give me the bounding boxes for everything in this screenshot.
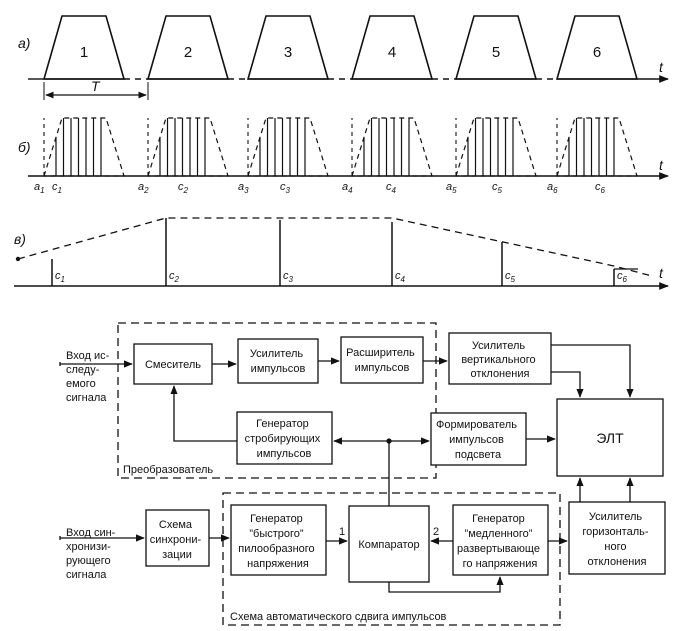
crt-label: ЭЛТ xyxy=(596,430,624,446)
slow-generator-block: Генератор ”медленного” развертывающе го … xyxy=(452,504,549,576)
row-c-label: в) xyxy=(14,231,26,247)
pulse-expander-label: Расширитель импульсов xyxy=(346,347,418,374)
auto-shift-group-frame xyxy=(222,492,561,626)
tick-label-c: c6 xyxy=(595,181,606,195)
comparator-block: Компаратор xyxy=(348,505,430,583)
pulse-trapezoid xyxy=(146,15,230,80)
fast-generator-block: Генератор ”быстрого” пилообразного напря… xyxy=(230,504,327,576)
row-c-envelope: c1 c2 c3 c4 c5 c6 xyxy=(15,217,653,286)
pulse-amplifier-label: Усилитель импульсов xyxy=(250,348,306,375)
tick-label-a: a4 xyxy=(342,181,353,195)
mixer-block: Смеситель xyxy=(133,343,213,385)
auto-shift-group-label: Схема автоматического сдвига импульсов xyxy=(230,611,447,623)
tick-label-a: a1 xyxy=(34,181,45,195)
period-label: T xyxy=(91,78,101,94)
pulse-number: 2 xyxy=(184,44,192,61)
pulse-number: 1 xyxy=(80,44,88,61)
blanking-former-block: Формирователь импульсов подсвета xyxy=(430,412,527,466)
tick-label-c: c1 xyxy=(52,181,62,195)
converter-group-label: Преобразователь xyxy=(123,464,213,476)
tick-label-c: c4 xyxy=(386,181,397,195)
row-b-axis-label: t xyxy=(659,157,664,173)
sync-block: Схема синхрони- зации xyxy=(145,509,210,567)
pulse-trapezoid xyxy=(350,15,434,80)
test-signal-input-label: Вход ис- следу- емого сигнала xyxy=(66,350,112,404)
tick-label-c: c3 xyxy=(280,181,291,195)
pulse-trapezoid xyxy=(42,15,126,80)
pulse-number: 4 xyxy=(388,44,396,61)
tick-label-c: c2 xyxy=(178,181,189,195)
waveform-row-a: а) t 1 2 3 4 5 6 T xyxy=(18,15,669,100)
wire-comparator-slowgen xyxy=(388,576,504,593)
sync-signal-input-label: Вход син- хронизи- рующего сигнала xyxy=(66,527,118,581)
wire-vertamp-crt-1 xyxy=(551,344,634,398)
blanking-former-label: Формирователь импульсов подсвета xyxy=(436,419,520,461)
pulse-trapezoid xyxy=(555,15,639,80)
pulse-number: 3 xyxy=(284,44,292,61)
row-a-axis-label: t xyxy=(659,59,664,75)
sample-label-c: c5 xyxy=(505,270,516,284)
comparator-label: Компаратор xyxy=(358,539,419,551)
strobe-generator-block: Генератор стробирующих импульсов xyxy=(236,411,333,465)
slow-generator-label: Генератор ”медленного” развертывающе го … xyxy=(457,513,543,570)
tick-label-a: a2 xyxy=(138,181,149,195)
strobe-generator-label: Генератор стробирующих импульсов xyxy=(245,418,324,460)
mixer-label: Смеситель xyxy=(145,359,201,371)
pulse-number: 6 xyxy=(593,44,601,61)
pulse-trapezoid xyxy=(454,15,538,80)
pulse-expander-block: Расширитель импульсов xyxy=(340,336,424,384)
sync-label: Схема синхрони- зации xyxy=(150,519,204,561)
wire-vertamp-crt-2 xyxy=(551,371,584,398)
junction-dot xyxy=(386,438,392,444)
waveform-row-c: в) t c1 c2 c3 c4 c5 c6 xyxy=(14,217,669,290)
tick-label-a: a5 xyxy=(446,181,457,195)
row-b-tick-labels: a1 c1 a2 c2 a3 c3 a4 c4 a5 c5 a6 c6 xyxy=(34,181,606,195)
horizontal-amplifier-block: Усилитель горизонталь- ного отклонения xyxy=(568,501,666,575)
crt-block: ЭЛТ xyxy=(556,398,664,477)
sample-label-c: c6 xyxy=(617,270,628,284)
comparator-port-2-label: 2 xyxy=(433,526,439,538)
block-diagram: Преобразователь Схема автоматического сд… xyxy=(59,322,666,626)
row-a-pulses: 1 2 3 4 5 6 xyxy=(42,15,639,80)
waveform-row-b: б) t a1 c1 a2 c2 a3 c3 a4 c4 a5 c5 a6 c6 xyxy=(18,117,669,195)
tick-label-a: a3 xyxy=(238,181,249,195)
sample-label-c: c2 xyxy=(169,270,180,284)
horizontal-amplifier-label: Усилитель горизонталь- ного отклонения xyxy=(582,511,651,568)
row-c-dashed-envelope xyxy=(17,217,653,277)
tick-label-a: a6 xyxy=(547,181,558,195)
row-b-sampled-pulses xyxy=(43,117,638,177)
pulse-trapezoid xyxy=(246,15,330,80)
comparator-port-1-label: 1 xyxy=(339,526,345,538)
row-c-axis-label: t xyxy=(659,265,664,281)
tick-label-c: c5 xyxy=(492,181,503,195)
vertical-amplifier-block: Усилитель вертикального отклонения xyxy=(448,332,552,385)
row-a-label: а) xyxy=(18,35,30,51)
wire-strobe-mixer xyxy=(170,385,237,442)
row-b-label: б) xyxy=(18,139,31,155)
sample-label-c: c3 xyxy=(283,270,294,284)
connections xyxy=(59,344,634,593)
fast-generator-label: Генератор ”быстрого” пилообразного напря… xyxy=(238,513,317,570)
vertical-amplifier-label: Усилитель вертикального отклонения xyxy=(461,340,538,380)
sample-label-c: c1 xyxy=(55,270,65,284)
converter-group-frame xyxy=(117,322,437,479)
sample-label-c: c4 xyxy=(395,270,406,284)
pulse-number: 5 xyxy=(492,44,500,61)
pulse-amplifier-block: Усилитель импульсов xyxy=(237,338,319,384)
